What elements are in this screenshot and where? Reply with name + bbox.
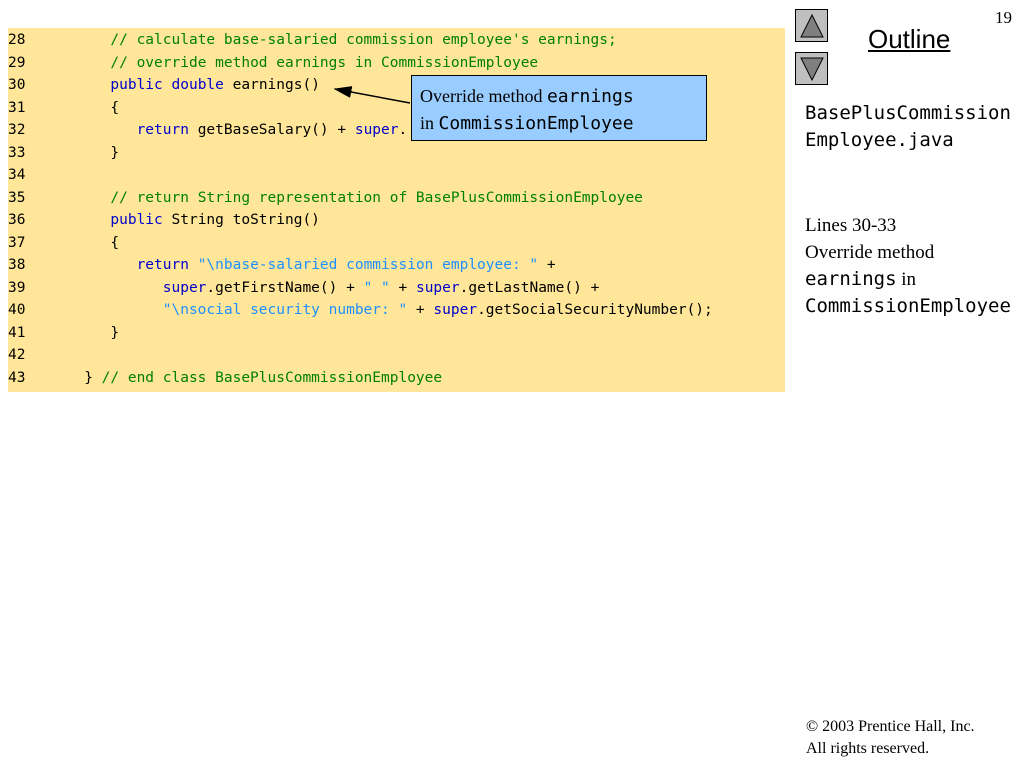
code-token: { xyxy=(58,234,120,251)
code-token: + xyxy=(538,257,556,273)
code-token: "\nsocial security number: " xyxy=(162,302,408,318)
code-token: // end class BasePlusCommissionEmployee xyxy=(101,369,443,386)
code-line-36: 36 public String toString() xyxy=(8,209,320,231)
code-line-42: 42 xyxy=(8,344,58,366)
code-token: } xyxy=(58,324,120,341)
line-number: 37 xyxy=(8,234,26,251)
code-line-34: 34 xyxy=(8,164,58,186)
code-token xyxy=(58,77,110,93)
code-token: super xyxy=(162,279,207,296)
code-token: // calculate base-salaried commission em… xyxy=(110,32,617,48)
copyright: © 2003 Prentice Hall, Inc. All rights re… xyxy=(806,716,975,760)
copyright-line-2: All rights reserved. xyxy=(806,740,930,757)
code-token: earnings() xyxy=(223,77,320,93)
code-token xyxy=(58,32,110,48)
code-line-29: 29 // override method earnings in Commis… xyxy=(8,52,538,74)
code-line-28: 28 // calculate base-salaried commission… xyxy=(8,29,617,51)
code-line-33: 33 } xyxy=(8,142,119,164)
code-token: .getFirstName() + xyxy=(206,279,364,296)
callout-box: Override method earnings in CommissionEm… xyxy=(411,75,707,141)
callout-text-1: Override method xyxy=(420,86,547,106)
code-token: } xyxy=(58,144,120,161)
code-token xyxy=(58,212,110,228)
previous-slide-button[interactable] xyxy=(795,9,828,42)
code-token: return xyxy=(136,122,189,138)
code-line-38: 38 return "\nbase-salaried commission em… xyxy=(8,254,556,276)
code-token: return xyxy=(136,257,189,273)
code-token: + xyxy=(407,302,434,318)
code-token: { xyxy=(58,99,120,116)
next-slide-button[interactable] xyxy=(795,52,828,85)
page-number: 19 xyxy=(995,8,1012,27)
callout-text-2: in xyxy=(420,113,439,133)
line-number: 36 xyxy=(8,212,26,228)
code-line-32: 32 return getBaseSalary() + super. xyxy=(8,119,407,141)
code-token xyxy=(163,77,172,93)
copyright-line-1: © 2003 Prentice Hall, Inc. xyxy=(806,718,975,735)
line-number: 38 xyxy=(8,257,26,273)
code-line-43: 43 } // end class BasePlusCommissionEmpl… xyxy=(8,367,442,389)
code-token: super xyxy=(354,122,399,138)
line-number: 40 xyxy=(8,302,26,318)
side-lines: Lines 30-33 xyxy=(805,215,897,236)
code-line-40: 40 "\nsocial security number: " + super.… xyxy=(8,299,713,321)
code-token xyxy=(58,190,110,206)
code-token xyxy=(58,55,110,71)
code-line-39: 39 super.getFirstName() + " " + super.ge… xyxy=(8,277,599,299)
code-token: getBaseSalary() + xyxy=(188,122,355,138)
code-token: super xyxy=(415,279,460,296)
code-token: // override method earnings in Commissio… xyxy=(110,54,539,71)
line-number: 39 xyxy=(8,279,26,296)
code-line-41: 41 } xyxy=(8,322,119,344)
line-number: 32 xyxy=(8,122,26,138)
code-token: " " xyxy=(363,279,390,296)
code-line-35: 35 // return String representation of Ba… xyxy=(8,187,643,209)
line-number: 28 xyxy=(8,32,26,48)
code-token: super xyxy=(433,302,478,318)
code-token xyxy=(58,302,163,318)
side-note-method: earnings xyxy=(805,268,897,290)
code-token: public xyxy=(110,212,163,228)
line-number: 31 xyxy=(8,99,26,116)
code-token: . xyxy=(398,122,408,138)
line-number: 41 xyxy=(8,324,26,341)
line-number: 29 xyxy=(8,54,26,71)
callout-class: CommissionEmployee xyxy=(438,113,634,134)
side-note-in: in xyxy=(901,269,917,290)
code-token xyxy=(58,257,137,273)
code-token: // return String representation of BaseP… xyxy=(110,189,643,206)
code-line-37: 37 { xyxy=(8,232,119,254)
code-line-30: 30 public double earnings() xyxy=(8,74,320,96)
line-number: 30 xyxy=(8,77,26,93)
callout-method: earnings xyxy=(546,86,634,107)
side-note-class: CommissionEmployee xyxy=(805,295,1011,317)
code-token xyxy=(58,122,137,138)
code-token: } xyxy=(58,369,102,386)
code-token: .getSocialSecurityNumber(); xyxy=(477,302,713,318)
code-token: + xyxy=(389,279,416,296)
outline-link[interactable]: Outline xyxy=(868,24,951,54)
side-filename: BasePlusCommissionEmployee.java xyxy=(805,102,1011,151)
code-token: double xyxy=(171,77,224,93)
line-number: 33 xyxy=(8,144,26,161)
line-number: 34 xyxy=(8,167,26,183)
code-token: public xyxy=(110,77,163,93)
line-number: 42 xyxy=(8,347,26,363)
code-line-31: 31 { xyxy=(8,97,119,119)
line-number: 43 xyxy=(8,369,26,386)
code-token: String toString() xyxy=(162,212,320,228)
code-token xyxy=(189,257,198,273)
side-note: Lines 30-33 Override method earnings in … xyxy=(805,212,1017,320)
code-token xyxy=(58,280,163,296)
triangle-down-icon xyxy=(799,57,824,81)
triangle-up-icon xyxy=(799,13,824,37)
code-token: "\nbase-salaried commission employee: " xyxy=(197,257,539,273)
code-token: .getLastName() + xyxy=(459,279,600,296)
side-note-text: Override method xyxy=(805,242,935,263)
line-number: 35 xyxy=(8,189,26,206)
